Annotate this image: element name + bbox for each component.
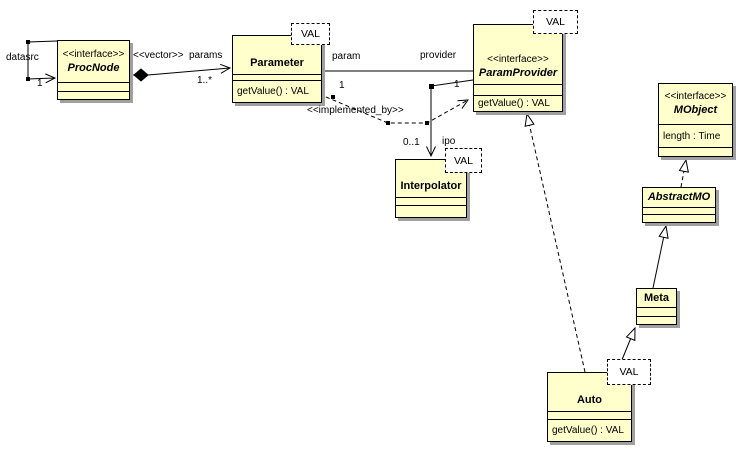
stereotype-label: <<interface>> [487, 54, 549, 65]
params-association [147, 63, 232, 76]
template-parameter-box[interactable]: VAL [291, 23, 330, 45]
attributes-compartment [233, 74, 321, 80]
class-name: Meta [643, 291, 670, 304]
edge-label-implemented-by-source-multiplicity: 1 [339, 80, 345, 91]
attributes-compartment [474, 84, 562, 95]
class-name: ParamProvider [478, 67, 558, 79]
class-name: AbstractMO [647, 191, 711, 203]
class-header: <<interface>> ProcNode [58, 41, 129, 82]
composition-diamond-icon [133, 68, 149, 82]
operations-compartment: getValue() : VAL [548, 419, 631, 441]
datasrc-self-association [27, 40, 58, 84]
edge-label-params-multiplicity: 1..* [197, 75, 213, 86]
attributes-compartment [396, 197, 466, 205]
template-parameter-label: VAL [300, 28, 321, 40]
edge-label-provider-multiplicity: 1 [454, 79, 460, 90]
attributes-compartment [637, 307, 676, 316]
class-header: Auto [548, 373, 631, 411]
operations-compartment [643, 214, 715, 222]
class-meta[interactable]: Meta [636, 288, 677, 325]
class-parameter[interactable]: Parameter getValue() : VAL [232, 35, 322, 103]
meta-abstractmo-generalization [652, 224, 669, 289]
waypoint-handle [386, 121, 390, 125]
class-name: Auto [576, 394, 603, 406]
class-name: Interpolator [400, 180, 462, 192]
edge-label-implemented-by-stereotype: <<implemented_by>> [307, 105, 404, 116]
edge-label-vector-stereotype: <<vector>> [133, 50, 184, 61]
junction-handle [429, 84, 434, 89]
class-name: MObject [673, 104, 718, 116]
operation-label: getValue() : VAL [478, 98, 550, 109]
template-parameter-label: VAL [453, 154, 474, 167]
edge-label-ipo-role: ipo [442, 136, 456, 147]
auto-paramprovider-realization [524, 112, 586, 373]
operations-compartment: getValue() : VAL [233, 80, 321, 102]
class-header: Meta [637, 289, 676, 307]
template-parameter-box[interactable]: VAL [533, 10, 578, 34]
operation-label: getValue() : VAL [552, 425, 624, 436]
edge-label-provider-role: provider [420, 50, 457, 61]
attributes-compartment: length : Time [659, 124, 732, 147]
edge-label-datasrc-multiplicity: 1 [37, 78, 43, 89]
operation-label: getValue() : VAL [237, 86, 309, 97]
waypoint-handle [26, 40, 30, 44]
class-procnode[interactable]: <<interface>> ProcNode [57, 40, 130, 100]
class-header: <<interface>> MObject [659, 84, 732, 124]
operations-compartment: getValue() : VAL [474, 95, 562, 111]
template-parameter-label: VAL [619, 366, 639, 378]
operations-compartment [659, 147, 732, 156]
class-auto[interactable]: Auto getValue() : VAL [547, 372, 632, 442]
edge-label-param-role: param [332, 51, 361, 62]
implemented-by-dependency [325, 96, 470, 124]
operations-compartment [58, 91, 129, 99]
class-name: ProcNode [67, 61, 120, 74]
template-parameter-box[interactable]: VAL [607, 359, 651, 385]
template-parameter-box[interactable]: VAL [445, 148, 482, 173]
operations-compartment [637, 316, 676, 324]
edge-label-ipo-multiplicity: 0..1 [403, 137, 420, 148]
class-abstractmo[interactable]: AbstractMO [642, 187, 716, 223]
edge-label-datasrc-role: datasrc [6, 52, 39, 63]
template-parameter-label: VAL [545, 16, 566, 28]
class-name: Parameter [250, 57, 304, 69]
class-header: <<interface>> ParamProvider [474, 25, 562, 84]
attributes-compartment [643, 207, 715, 214]
edge-label-params-role: params [189, 50, 223, 61]
stereotype-label: <<interface>> [664, 91, 727, 102]
class-paramprovider[interactable]: <<interface>> ParamProvider getValue() :… [473, 24, 563, 112]
class-header: Parameter [233, 36, 321, 74]
attribute-label: length : Time [663, 130, 721, 142]
waypoint-handle [331, 95, 335, 99]
attributes-compartment [548, 411, 631, 419]
waypoint-handle [425, 121, 429, 125]
attributes-compartment [58, 82, 129, 91]
waypoint-handle [26, 77, 30, 81]
class-mobject[interactable]: <<interface>> MObject length : Time [658, 83, 733, 157]
stereotype-label: <<interface>> [62, 48, 125, 60]
class-header: AbstractMO [643, 188, 715, 207]
operations-compartment [396, 205, 466, 217]
abstractmo-mobject-realization [678, 158, 689, 188]
class-header: Interpolator [396, 160, 466, 197]
